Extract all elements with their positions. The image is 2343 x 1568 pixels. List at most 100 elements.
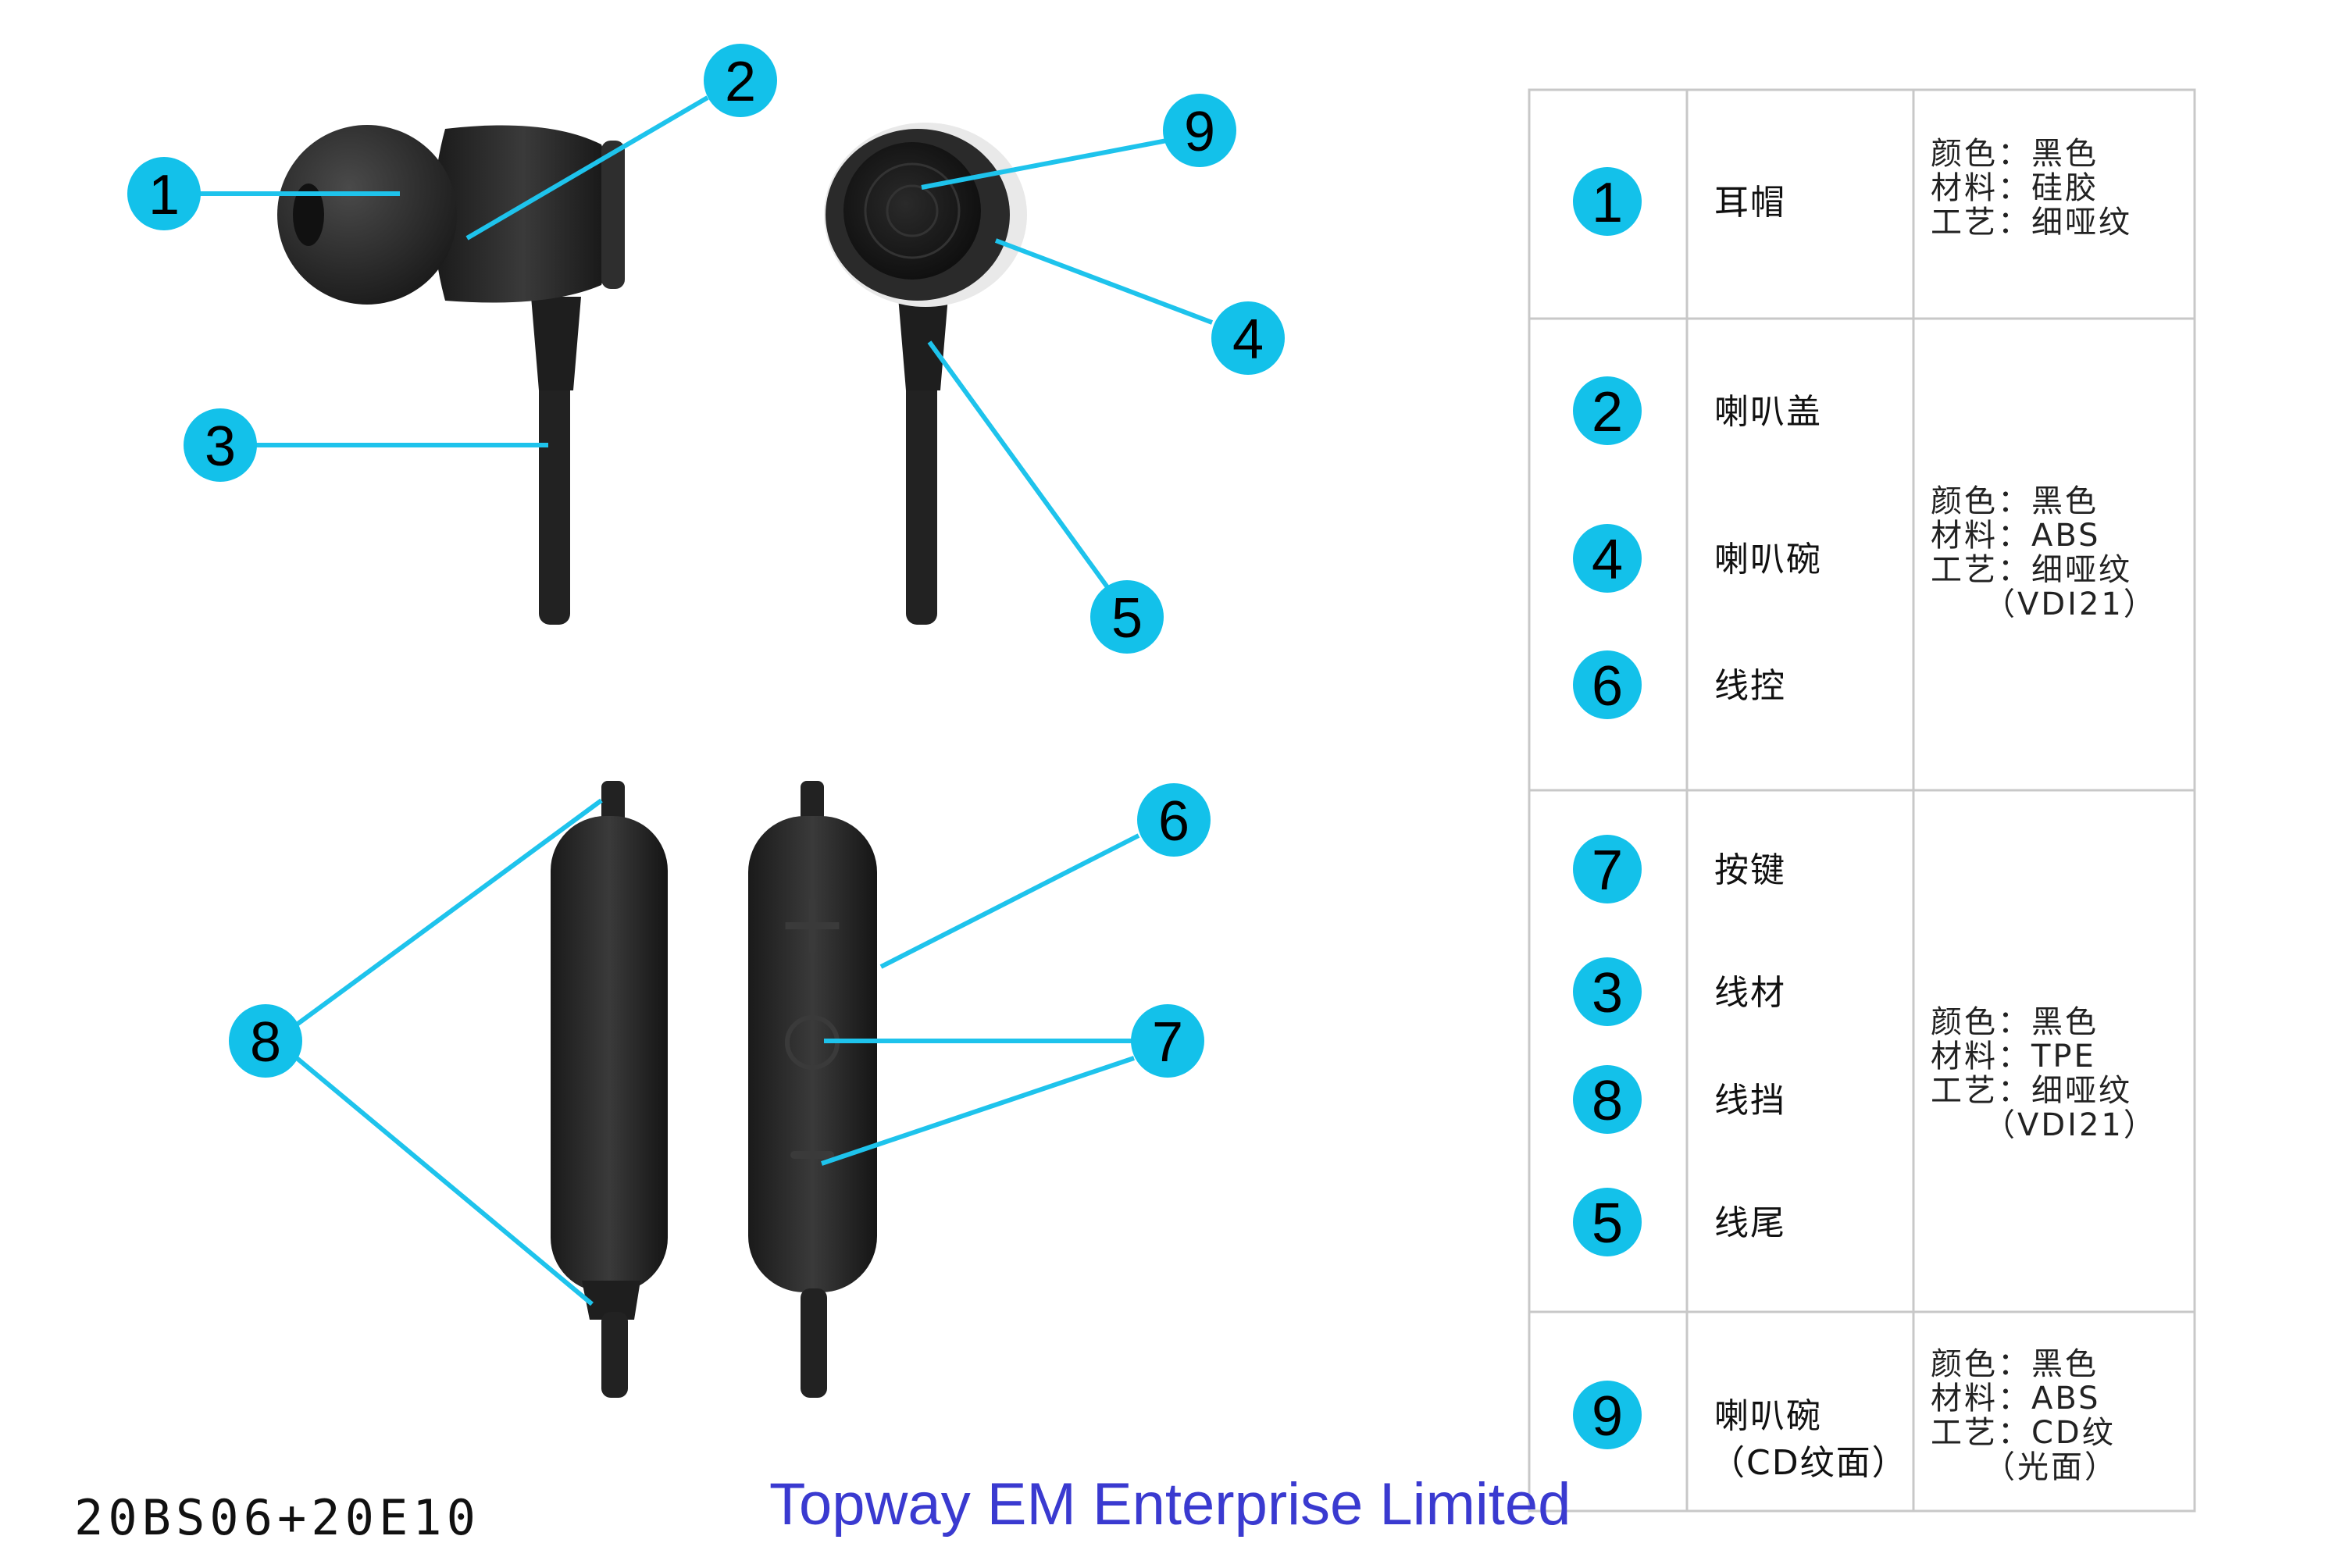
callout-5: 5 (1090, 580, 1164, 654)
callout-leader-line (295, 1056, 594, 1306)
table-number-circle (1573, 1381, 1642, 1449)
table-spec-line: 工艺：CD纹 (1931, 1415, 2116, 1451)
callout-4: 4 (1211, 301, 1285, 375)
callout-leader-line (994, 238, 1214, 325)
table-spec-line: 颜色：黑色 (1931, 483, 2099, 519)
table-number-circle (1573, 1188, 1642, 1256)
company-name: Topway EM Enterprise Limited (769, 1471, 1571, 1538)
callout-7: 7 (1131, 1004, 1204, 1078)
table-part-name: 喇叭碗 (1714, 1396, 1822, 1436)
callout-2: 2 (704, 44, 777, 117)
callout-lines (199, 95, 1214, 1306)
table-part-name-line2: （CD纹面） (1710, 1443, 1908, 1483)
speaker-cup-cd-ring (864, 162, 961, 259)
table-number-circle (1573, 524, 1642, 593)
table-number: 5 (1592, 1192, 1623, 1255)
remote-front-body (748, 816, 877, 1292)
table-part-name: 耳帽 (1714, 183, 1786, 223)
table-part-name: 线尾 (1714, 1203, 1786, 1243)
remote-back-bottom-cable (601, 1312, 628, 1398)
table-cell (1912, 1310, 2196, 1513)
callout-6: 6 (1137, 783, 1211, 857)
minus-button-icon (790, 1151, 834, 1159)
callout-number: 1 (148, 164, 180, 226)
callout-leader-line (295, 798, 603, 1027)
table-part-name: 喇叭盖 (1714, 392, 1822, 432)
remote-back-body (551, 816, 668, 1292)
earbud-side-view (277, 125, 625, 625)
table-number-circle (1573, 1065, 1642, 1134)
earbud-right-stem (898, 297, 948, 390)
callout-circle (229, 1004, 302, 1078)
earbud-right-cable (906, 375, 937, 625)
table-part-name: 按键 (1714, 850, 1786, 890)
plus-button-icon: + (776, 873, 848, 973)
callout-3: 3 (184, 408, 257, 482)
speaker-cover-edge (601, 141, 625, 289)
speaker-cup-cd-ring-inner (886, 184, 939, 237)
table-spec-line: （VDI21） (1984, 1107, 2157, 1143)
callout-number: 6 (1158, 790, 1189, 853)
table-number: 2 (1592, 381, 1623, 444)
callout-leader-line (821, 1056, 1135, 1166)
earbud-left-housing (433, 125, 613, 303)
table-row: 5 线尾 (1573, 1188, 1786, 1256)
callout-leader-line (465, 95, 709, 241)
table-number: 3 (1592, 962, 1623, 1025)
table-spec-line: 颜色：黑色 (1931, 136, 2099, 172)
callout-number: 8 (250, 1011, 281, 1074)
callout-bubbles: 1 2 3 4 5 6 7 8 9 (127, 44, 1285, 1078)
callout-circle (1090, 580, 1164, 654)
table-number-circle (1573, 957, 1642, 1026)
callout-leader-line (879, 833, 1140, 969)
callout-number: 9 (1184, 101, 1215, 163)
callout-number: 2 (725, 51, 756, 113)
table-spec-line: 工艺：细哑纹 (1931, 1073, 2132, 1109)
table-number: 6 (1592, 655, 1623, 718)
callout-circle (184, 408, 257, 482)
table-number-circle (1573, 650, 1642, 719)
table-row: 6 线控 (1573, 650, 1786, 719)
callout-circle (1137, 783, 1211, 857)
table-spec-line: 工艺：细哑纹 (1931, 552, 2132, 588)
callout-number: 7 (1152, 1011, 1183, 1074)
callout-number: 3 (205, 415, 236, 478)
remote-front-view: + (748, 781, 877, 1398)
table-part-name: 线控 (1714, 666, 1786, 706)
callout-9: 9 (1163, 94, 1236, 167)
earbud-left-stem (531, 297, 581, 390)
callout-1: 1 (127, 157, 201, 230)
callout-circle (1163, 94, 1236, 167)
table-row: 2 喇叭盖 (1573, 376, 1822, 445)
table-number: 7 (1592, 839, 1623, 902)
table-number-circle (1573, 376, 1642, 445)
table-number-circle (1573, 167, 1642, 236)
remote-back-view (551, 781, 668, 1398)
table-number-circle (1573, 835, 1642, 903)
callout-circle (1211, 301, 1285, 375)
table-spec-line: 颜色：黑色 (1931, 1346, 2099, 1382)
ear-tip (277, 125, 457, 305)
callout-number: 4 (1232, 308, 1264, 371)
callout-circle (704, 44, 777, 117)
callout-8: 8 (229, 1004, 302, 1078)
remote-front-bottom-cable (801, 1288, 827, 1398)
remote-back-bottom-stopper (582, 1281, 640, 1320)
table-row: 7 按键 (1573, 835, 1786, 903)
table-spec-line: 工艺：细哑纹 (1931, 205, 2132, 241)
model-code: 20BS06+20E10 (74, 1489, 480, 1546)
table-part-name: 喇叭碗 (1714, 540, 1822, 579)
table-spec-line: 材料：TPE (1931, 1039, 2096, 1074)
speaker-cup-cd-face (843, 142, 981, 280)
table-number: 1 (1592, 172, 1623, 234)
table-spec-line: 颜色：黑色 (1931, 1004, 2099, 1040)
table-spec-line: 材料：ABS (1931, 518, 2101, 554)
table-part-name: 线挡 (1714, 1081, 1786, 1121)
earbud-left-cable (539, 375, 570, 625)
